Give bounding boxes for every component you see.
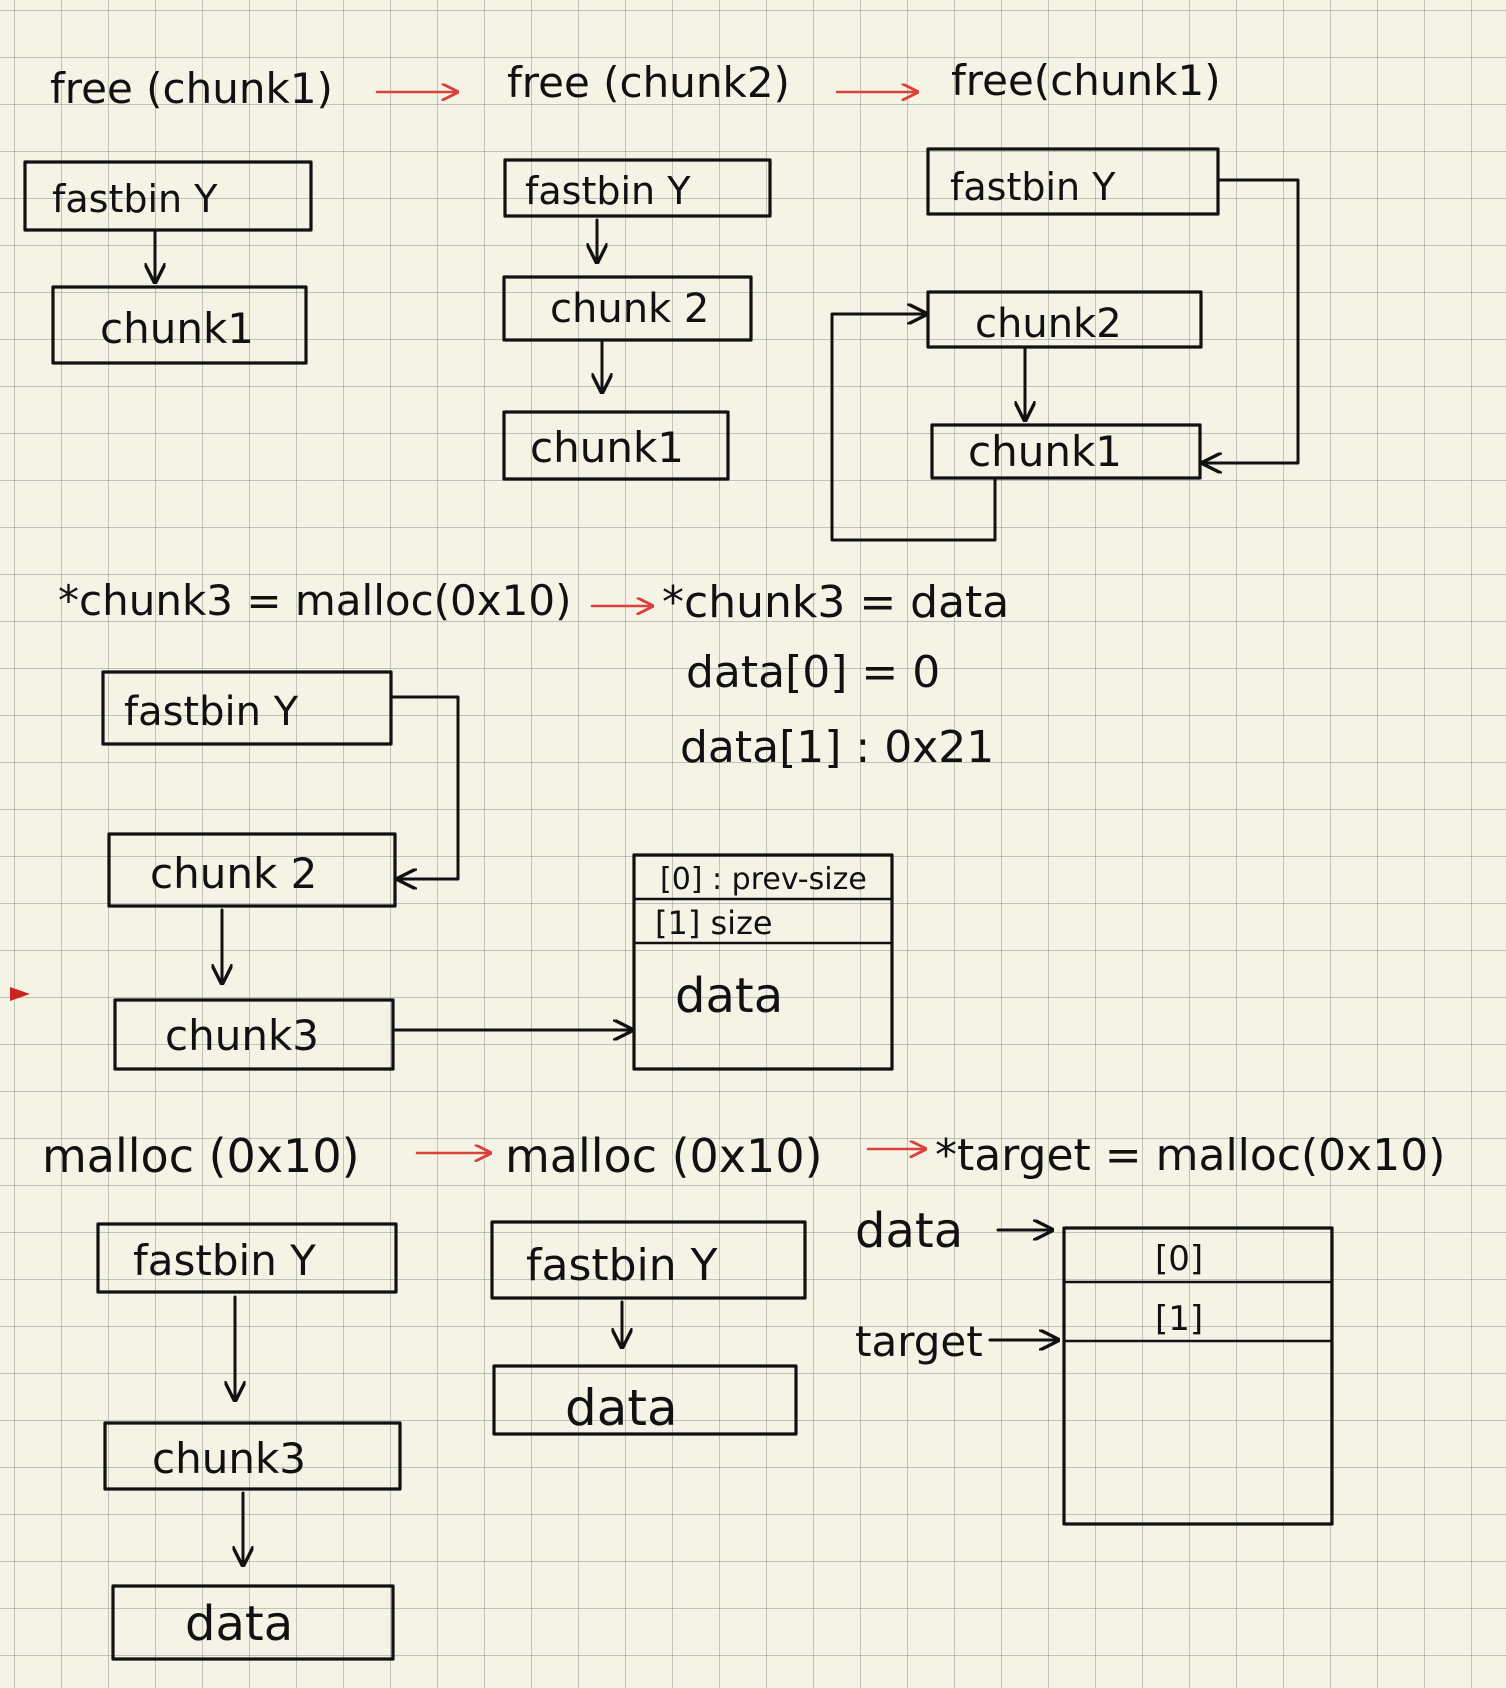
step2-fastbin-box	[503, 158, 772, 218]
page-marker-icon	[10, 987, 30, 1001]
step3-chunk1-box	[930, 423, 1202, 480]
step1-fastbin-box	[23, 160, 313, 232]
stepA-chunk3-box	[103, 1421, 402, 1491]
stepA-chunk3-label: chunk3	[152, 1434, 306, 1483]
panel2-chunk3-box	[113, 998, 395, 1071]
step1-fastbin-label: fastbin Y	[52, 177, 218, 221]
stepA-fastbin-label: fastbin Y	[133, 1236, 316, 1285]
step2-fastbin-label: fastbin Y	[525, 169, 691, 213]
panel2-line0: data[0] = 0	[686, 647, 940, 698]
step1-title: free (chunk1)	[50, 64, 333, 113]
panel2-fastbin-label: fastbin Y	[124, 689, 299, 735]
panel2-assign: *chunk3 = data	[662, 577, 1009, 628]
stepB-data-box	[492, 1364, 798, 1436]
step3-fastbin-to-chunk1-arrow	[1203, 178, 1300, 463]
stepC-data-pointer-label: data	[855, 1203, 963, 1259]
panel2-chunk3-label: chunk3	[165, 1011, 319, 1060]
step3-chunk1-to-chunk2-arrow	[830, 314, 997, 542]
panel2-mem-row1: [1] size	[655, 904, 773, 942]
step3-chunk1-label: chunk1	[968, 427, 1122, 476]
step2-chunk1-box	[502, 410, 730, 481]
panel2-fastbin-to-chunk2-arrow	[391, 695, 460, 879]
step2-chunk1-label: chunk1	[530, 423, 684, 472]
stepC-memory-box	[1062, 1226, 1334, 1526]
panel2-chunk2-box	[107, 832, 397, 908]
stepC-mem-row0: [0]	[1155, 1239, 1203, 1279]
stepA-title: malloc (0x10)	[42, 1129, 360, 1183]
stepA-data-box	[111, 1584, 395, 1661]
step3-fastbin-label: fastbin Y	[950, 165, 1116, 209]
stepA-fastbin-box	[96, 1222, 398, 1294]
step3-fastbin-box	[926, 147, 1220, 216]
panel2-mem-row0: [0] : prev-size	[660, 862, 867, 897]
stepC-target-pointer-label: target	[855, 1317, 983, 1366]
stepB-title: malloc (0x10)	[505, 1129, 823, 1183]
stepC-title: *target = malloc(0x10)	[935, 1130, 1445, 1181]
panel2-fastbin-box	[101, 670, 393, 746]
step2-title: free (chunk2)	[507, 58, 790, 107]
panel2-title: *chunk3 = malloc(0x10)	[58, 576, 571, 625]
stepB-fastbin-box	[490, 1220, 807, 1300]
panel2-mem-body: data	[675, 968, 783, 1024]
panel-malloc-chunk3: *chunk3 = malloc(0x10) *chunk3 = data da…	[58, 576, 1009, 1071]
panel2-memory-box	[632, 853, 894, 1071]
panel2-line1: data[1] : 0x21	[680, 722, 994, 773]
step2-chunk2-box	[502, 275, 753, 342]
panel-free-sequence: free (chunk1) fastbin Y chunk1 free (chu…	[23, 56, 1300, 542]
stepB-data-label: data	[565, 1379, 678, 1437]
stepC-mem-row1: [1]	[1155, 1299, 1203, 1339]
panel2-chunk2-label: chunk 2	[150, 849, 317, 898]
step1-chunk1-box	[51, 285, 308, 365]
step3-title: free(chunk1)	[951, 56, 1221, 105]
step2-chunk2-label: chunk 2	[550, 286, 709, 332]
panel-malloc-target: malloc (0x10) fastbin Y chunk3 data mall…	[42, 1129, 1445, 1661]
stepA-data-label: data	[185, 1596, 293, 1652]
step1-chunk1-label: chunk1	[100, 304, 254, 353]
stepB-fastbin-label: fastbin Y	[526, 1240, 718, 1291]
step3-chunk2-label: chunk2	[975, 301, 1122, 347]
